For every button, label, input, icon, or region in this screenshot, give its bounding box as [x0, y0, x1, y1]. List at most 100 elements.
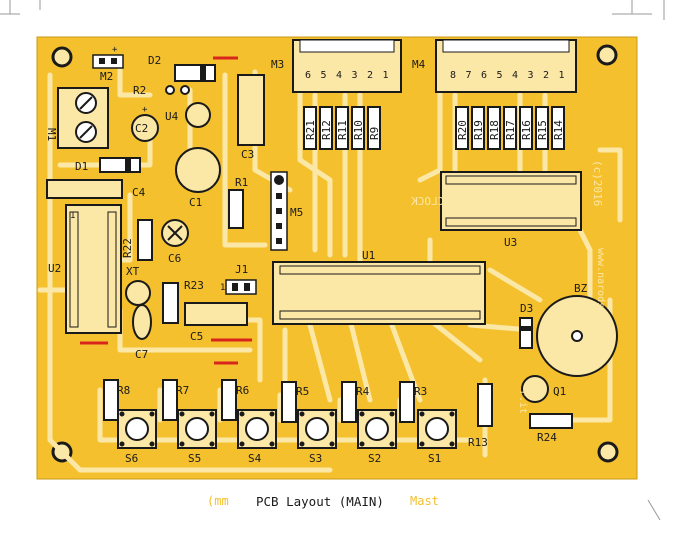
label-s6: S6: [125, 452, 138, 465]
label-j1: J1: [235, 263, 248, 276]
pin-number: 8: [450, 70, 456, 81]
label-c6: C6: [168, 252, 181, 265]
label-r10: R10: [352, 120, 365, 140]
c1-capacitor: [175, 147, 221, 193]
label-r2: R2: [133, 84, 146, 97]
watermark-left: (mm: [207, 494, 229, 508]
switch-s5: [177, 409, 217, 449]
label-r21: R21: [304, 120, 317, 140]
watermark-right: Mast: [410, 494, 439, 508]
resistor-r15: [535, 106, 549, 150]
u3-ic: [440, 171, 582, 231]
label-bz: BZ: [574, 282, 588, 295]
pin-number: 3: [528, 70, 534, 81]
pin-number: 5: [321, 70, 327, 81]
m5-header: [270, 171, 288, 251]
label-q1: Q1: [553, 385, 566, 398]
j1-jumper: [225, 279, 257, 295]
m2-header: [92, 54, 124, 69]
switch-row: [117, 409, 457, 449]
label-r12: R12: [320, 120, 333, 140]
label-r4: R4: [356, 385, 370, 398]
m1-terminal: [57, 87, 109, 149]
pin-number: 6: [481, 70, 487, 81]
u4-regulator: [185, 102, 211, 128]
resistor-r10: [351, 106, 365, 150]
label-r9: R9: [368, 127, 381, 140]
label-clock: LARGE DIGITAL CLOCK: [411, 195, 537, 208]
label-r5: R5: [296, 385, 309, 398]
pin-number: 7: [466, 70, 472, 81]
label-r17: R17: [504, 120, 517, 140]
label-j1-pin1: 1: [220, 283, 225, 293]
label-copyright: (c)2016: [591, 160, 604, 206]
label-u4: U4: [165, 110, 179, 123]
label-c7: C7: [135, 348, 148, 361]
label-s4: S4: [248, 452, 262, 465]
switch-s1: [417, 409, 457, 449]
label-m1: M1: [45, 128, 58, 141]
resistor-r17: [503, 106, 517, 150]
label-d3: D3: [520, 302, 533, 315]
silkscreen-labels: M2 + M1 D2 R2 + C2 U4 M3 M4 C3 D1 C4 C1 …: [45, 45, 588, 465]
u1-ic: [272, 261, 486, 325]
mirrored-silkscreen: LARGE DIGITAL CLOCK (c)2016 www.narodstr…: [411, 160, 606, 414]
label-url-tail: r.it: [517, 390, 528, 414]
label-c2: C2: [135, 122, 148, 135]
label-r7: R7: [176, 384, 189, 397]
pin-number: 4: [336, 70, 342, 81]
pin-number: 1: [383, 70, 389, 81]
label-r19: R19: [472, 120, 485, 140]
label-r16: R16: [520, 120, 533, 140]
c5-capacitor: [184, 302, 248, 326]
bottom-resistors: [103, 379, 415, 423]
pin-number: 1: [559, 70, 565, 81]
label-r3: R3: [414, 385, 427, 398]
c7-capacitor: [132, 304, 152, 340]
label-r14: R14: [552, 120, 565, 140]
label-s2: S2: [368, 452, 381, 465]
label-c1: C1: [189, 196, 202, 209]
label-c4: C4: [132, 186, 146, 199]
switch-s3: [297, 409, 337, 449]
corner-marks: [0, 0, 665, 521]
switch-s4: [237, 409, 277, 449]
label-r23: R23: [184, 279, 204, 292]
switch-s2: [357, 409, 397, 449]
r13-resistor: [477, 383, 493, 427]
pin-number: 3: [352, 70, 358, 81]
q1-transistor: [521, 375, 549, 403]
label-r20: R20: [456, 120, 469, 140]
label-s1: S1: [428, 452, 441, 465]
m3-connector: [292, 39, 402, 93]
resistor-r19: [471, 106, 485, 150]
resistor-r14: [551, 106, 565, 150]
label-s3: S3: [309, 452, 322, 465]
label-r6: R6: [236, 384, 249, 397]
title-bg: [248, 493, 404, 509]
label-r1: R1: [235, 176, 248, 189]
label-u1: U1: [362, 249, 375, 262]
c6-trimmer: [161, 219, 189, 247]
pin-number: 5: [497, 70, 503, 81]
label-r18: R18: [488, 120, 501, 140]
label-m4: M4: [412, 58, 426, 71]
r1-resistor: [228, 189, 244, 229]
c4-capacitor: [46, 179, 123, 199]
pin-number: 2: [367, 70, 373, 81]
pin-number: 4: [512, 70, 518, 81]
label-r24: R24: [537, 431, 557, 444]
label-c3: C3: [241, 148, 254, 161]
label-m2-plus: +: [112, 45, 118, 55]
d3-diode: [519, 317, 533, 349]
c3-capacitor: [237, 74, 265, 146]
label-u3: U3: [504, 236, 517, 249]
pin-number: 6: [305, 70, 311, 81]
r2-c2: [131, 85, 190, 142]
label-c2-plus: +: [142, 105, 148, 115]
